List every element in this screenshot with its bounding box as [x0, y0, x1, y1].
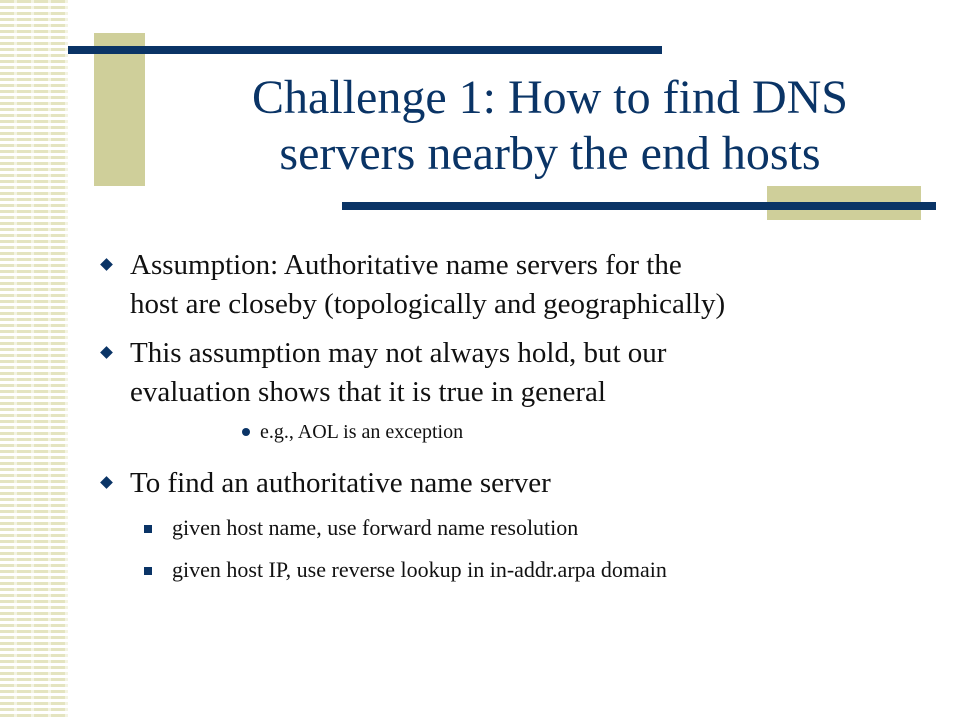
- square-bullet-icon: [144, 525, 152, 533]
- decorative-stripe-band: [0, 0, 68, 720]
- bullet-assumption: Assumption: Authoritative name servers f…: [100, 246, 920, 324]
- decorative-navy-bar-top: [68, 46, 662, 54]
- sub-bullet-text: e.g., AOL is an exception: [260, 421, 464, 443]
- sub-bullet-aol-exception: e.g., AOL is an exception: [100, 418, 920, 446]
- bullet-text-line-2: host are closeby (topologically and geog…: [130, 288, 726, 320]
- bullet-text-line-2: evaluation shows that it is true in gene…: [130, 376, 606, 408]
- sub-bullet-text: given host name, use forward name resolu…: [172, 515, 579, 540]
- slide-content: Assumption: Authoritative name servers f…: [100, 246, 920, 597]
- bullet-text-line-1: This assumption may not always hold, but…: [130, 337, 667, 369]
- sub-bullet-reverse-lookup: given host IP, use reverse lookup in in-…: [100, 555, 920, 585]
- diamond-bullet-icon: [100, 346, 113, 359]
- bullet-may-not-hold: This assumption may not always hold, but…: [100, 334, 920, 412]
- decorative-tan-block-top: [94, 33, 145, 186]
- square-bullet-icon: [144, 567, 152, 575]
- round-bullet-icon: [242, 428, 250, 436]
- slide-title: Challenge 1: How to find DNS servers nea…: [160, 70, 940, 182]
- sub-bullet-forward-resolution: given host name, use forward name resolu…: [100, 513, 920, 543]
- title-line-2: servers nearby the end hosts: [279, 127, 821, 180]
- title-line-1: Challenge 1: How to find DNS: [252, 71, 848, 124]
- sub-bullet-text: given host IP, use reverse lookup in in-…: [172, 557, 667, 582]
- diamond-bullet-icon: [100, 476, 113, 489]
- bullet-text-line-1: Assumption: Authoritative name servers f…: [130, 249, 682, 281]
- bullet-text-line-1: To find an authoritative name server: [130, 467, 551, 499]
- decorative-navy-bar-bottom: [342, 202, 936, 210]
- bullet-find-server: To find an authoritative name server: [100, 464, 920, 503]
- diamond-bullet-icon: [100, 258, 113, 271]
